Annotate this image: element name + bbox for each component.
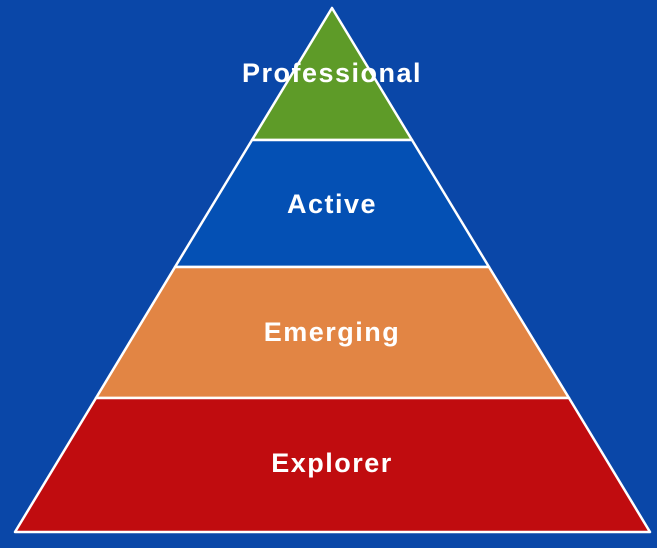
pyramid-level-label-active: Active	[287, 189, 377, 219]
pyramid-level-label-professional: Professional	[242, 58, 422, 88]
pyramid-level-explorer	[13, 396, 652, 534]
pyramid-level-label-emerging: Emerging	[264, 317, 401, 347]
pyramid-level-label-explorer: Explorer	[271, 448, 393, 478]
